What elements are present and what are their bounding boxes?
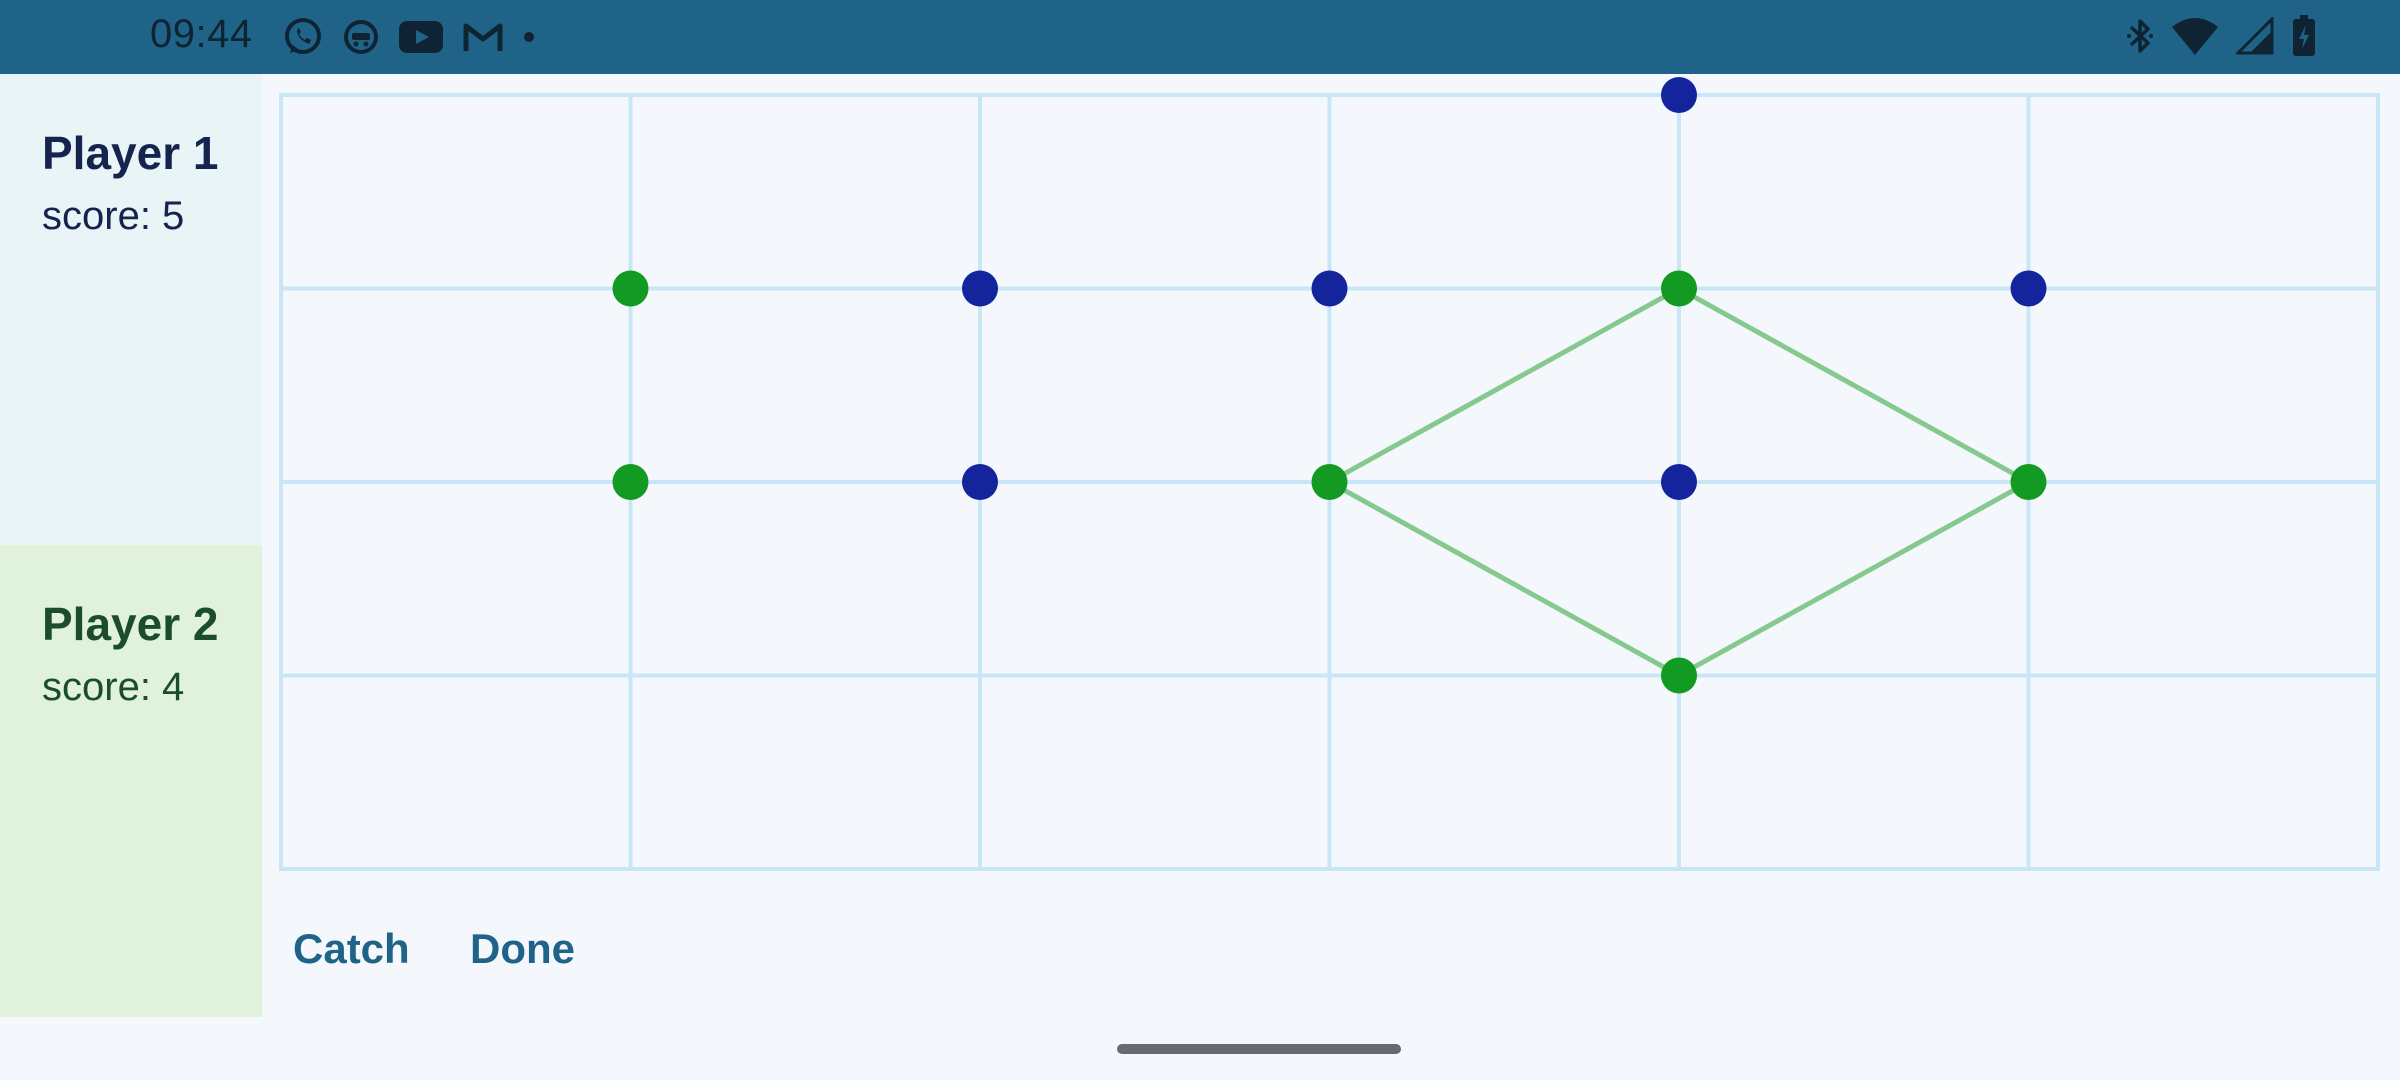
wifi-icon [2172, 17, 2218, 55]
player-2-dot [1661, 270, 1697, 307]
home-indicator[interactable] [1117, 1044, 1401, 1054]
status-time: 09:44 [150, 12, 253, 56]
app-icon [343, 19, 379, 55]
whatsapp-icon [283, 17, 323, 57]
player-2-dot [612, 464, 649, 500]
player-1-score: score: 5 [42, 194, 185, 238]
status-left-icons [283, 16, 535, 58]
status-bar: 09:44 [0, 0, 2400, 74]
player-1-dot [1661, 464, 1697, 500]
player-1-dot [1661, 77, 1697, 113]
status-right-icons [2126, 14, 2316, 58]
player-2-name: Player 2 [42, 598, 219, 650]
player-2-score: score: 4 [42, 665, 185, 709]
player-2-dot [1661, 657, 1697, 694]
player-2-dot [2010, 464, 2047, 500]
gmail-icon [463, 21, 503, 53]
battery-charging-icon [2292, 15, 2316, 57]
notification-dot-icon [523, 31, 535, 43]
player-2-dot [612, 270, 649, 307]
done-button[interactable]: Done [470, 925, 575, 972]
bluetooth-icon [2126, 16, 2154, 56]
player-1-name: Player 1 [42, 127, 219, 179]
player-2-dot [1311, 464, 1348, 500]
player-1-dot [2010, 270, 2047, 307]
player-2-panel: Player 2 score: 4 [0, 545, 262, 1017]
player-1-panel: Player 1 score: 5 [0, 74, 262, 545]
catch-button[interactable]: Catch [293, 925, 410, 972]
youtube-icon [399, 21, 443, 53]
player-1-dot [962, 464, 998, 500]
player-1-dot [962, 270, 998, 307]
player-1-dot [1311, 270, 1348, 307]
cellular-signal-icon [2236, 17, 2274, 55]
